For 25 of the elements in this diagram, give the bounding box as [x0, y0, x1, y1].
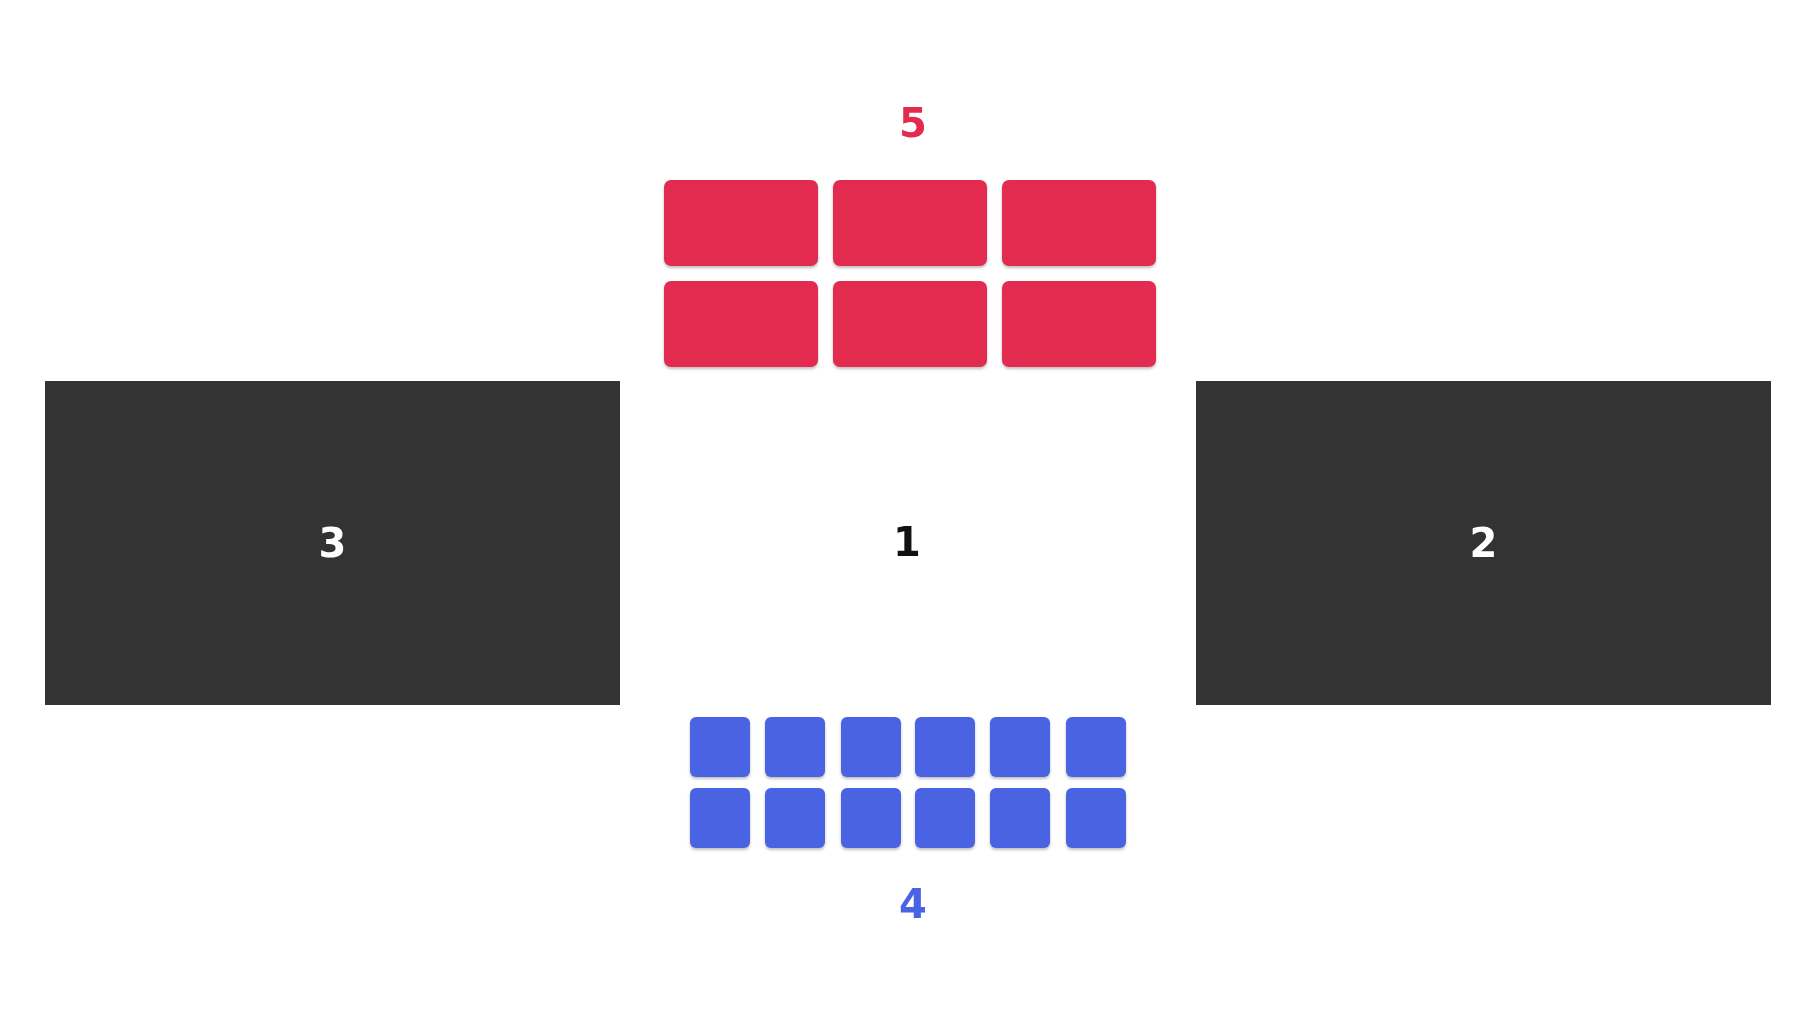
tile — [915, 788, 975, 848]
tile — [765, 717, 825, 777]
panel-number: 3 — [318, 520, 347, 566]
tile — [1066, 717, 1126, 777]
tile — [664, 180, 818, 266]
tile — [765, 788, 825, 848]
group-number: 1 — [893, 519, 921, 565]
tile — [990, 788, 1050, 848]
tile — [833, 180, 987, 266]
panel — [1196, 381, 1771, 705]
tile — [664, 281, 818, 367]
group-number: 4 — [899, 881, 927, 927]
tile — [1002, 180, 1156, 266]
tile — [1002, 281, 1156, 367]
tile — [841, 788, 901, 848]
tile — [915, 717, 975, 777]
panel — [45, 381, 620, 705]
tile — [833, 281, 987, 367]
tile — [841, 717, 901, 777]
tile — [1066, 788, 1126, 848]
tile — [990, 717, 1050, 777]
panel-number: 2 — [1469, 520, 1498, 566]
group-number: 5 — [899, 100, 927, 146]
tile — [690, 788, 750, 848]
tile — [690, 717, 750, 777]
